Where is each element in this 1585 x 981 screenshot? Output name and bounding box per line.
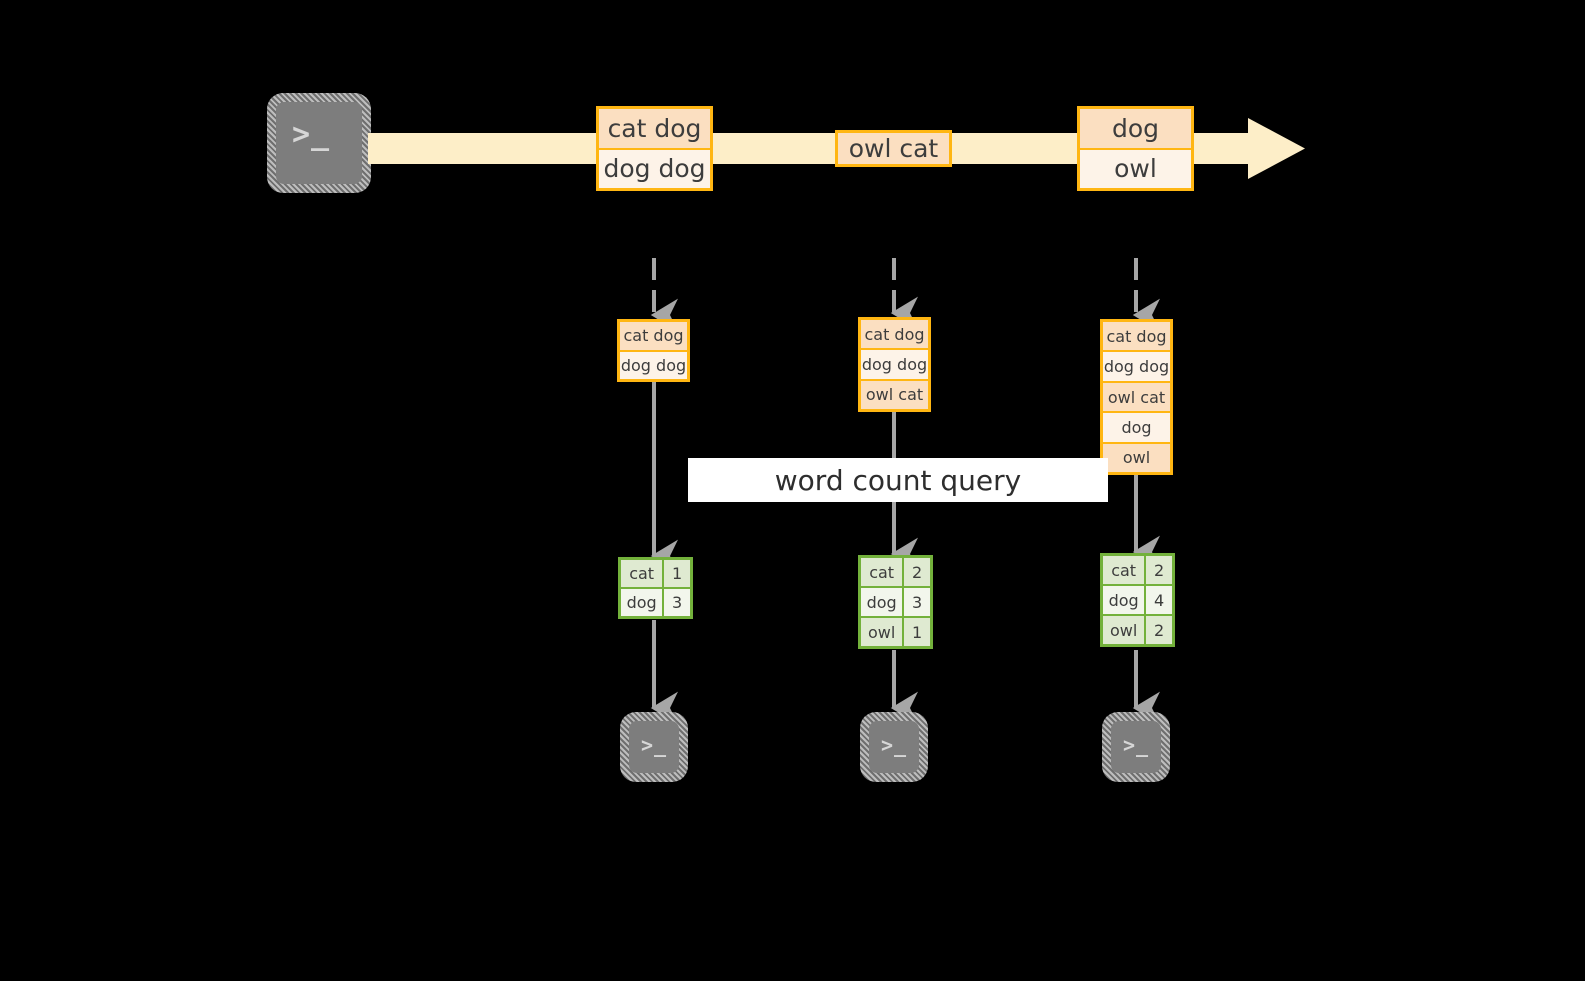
result-count: 4 bbox=[1144, 586, 1172, 614]
snapshot-1-input-row: cat dog bbox=[620, 322, 687, 350]
snapshot-3-input-row: owl cat bbox=[1103, 380, 1170, 412]
terminal-screen bbox=[1111, 721, 1161, 773]
snapshot-2-input-row: dog dog bbox=[861, 348, 928, 379]
terminal-prompt-glyph: >_ bbox=[1123, 733, 1150, 757]
result-word: owl bbox=[1103, 616, 1145, 644]
stream-arrowhead bbox=[1248, 118, 1305, 179]
stream-event-2: owl cat bbox=[835, 130, 952, 167]
snapshot-3-result-table: cat 2 dog 4 owl 2 bbox=[1100, 553, 1175, 647]
result-word: cat bbox=[861, 558, 903, 586]
snapshot-2-sink-terminal-icon: >_ bbox=[860, 712, 928, 782]
result-word: dog bbox=[621, 589, 663, 616]
result-word: dog bbox=[1103, 586, 1145, 614]
result-word: dog bbox=[861, 588, 903, 616]
snapshot-2-result-table: cat 2 dog 3 owl 1 bbox=[858, 555, 933, 649]
stream-event-1-line-1: cat dog bbox=[599, 109, 710, 148]
snapshot-3-sink-terminal-icon: >_ bbox=[1102, 712, 1170, 782]
snapshot-3-input-row: dog dog bbox=[1103, 350, 1170, 381]
stream-event-3: dog owl bbox=[1077, 106, 1194, 191]
result-word: cat bbox=[621, 560, 663, 587]
terminal-screen bbox=[276, 102, 362, 184]
stream-event-1: cat dog dog dog bbox=[596, 106, 713, 191]
table-row: dog 3 bbox=[621, 587, 690, 616]
snapshot-1-result-table: cat 1 dog 3 bbox=[618, 557, 693, 619]
snapshot-3-input-row: cat dog bbox=[1103, 322, 1170, 351]
snapshot-1-input-row: dog dog bbox=[620, 349, 687, 379]
terminal-prompt-glyph: >_ bbox=[641, 733, 668, 757]
stream-event-1-line-2: dog dog bbox=[599, 147, 710, 188]
terminal-prompt-glyph: >_ bbox=[292, 117, 331, 152]
result-count: 1 bbox=[662, 560, 690, 587]
table-row: owl 2 bbox=[1103, 614, 1172, 644]
snapshot-3-input-row: dog bbox=[1103, 411, 1170, 442]
result-count: 2 bbox=[1144, 556, 1172, 584]
snapshot-taps bbox=[650, 258, 1160, 332]
snapshot-2-input-row: owl cat bbox=[861, 378, 928, 409]
stream-event-3-line-1: dog bbox=[1080, 109, 1191, 148]
table-row: dog 4 bbox=[1103, 584, 1172, 614]
result-count: 3 bbox=[662, 589, 690, 616]
table-row: cat 2 bbox=[861, 558, 930, 586]
terminal-screen bbox=[869, 721, 919, 773]
result-count: 2 bbox=[902, 558, 930, 586]
result-count: 3 bbox=[902, 588, 930, 616]
terminal-screen bbox=[629, 721, 679, 773]
table-row: cat 1 bbox=[621, 560, 690, 587]
result-count: 2 bbox=[1144, 616, 1172, 644]
stream-event-3-line-2: owl bbox=[1080, 147, 1191, 188]
snapshot-1-sink-terminal-icon: >_ bbox=[620, 712, 688, 782]
snapshot-2-input: cat dog dog dog owl cat bbox=[858, 317, 931, 412]
result-count: 1 bbox=[902, 618, 930, 646]
table-row: owl 1 bbox=[861, 616, 930, 646]
query-label: word count query bbox=[688, 458, 1108, 502]
result-word: owl bbox=[861, 618, 903, 646]
table-row: dog 3 bbox=[861, 586, 930, 616]
terminal-prompt-glyph: >_ bbox=[881, 733, 908, 757]
result-word: cat bbox=[1103, 556, 1145, 584]
table-row: cat 2 bbox=[1103, 556, 1172, 584]
snapshot-3-input-row: owl bbox=[1103, 441, 1170, 473]
snapshot-1-input: cat dog dog dog bbox=[617, 319, 690, 382]
source-terminal-icon: >_ bbox=[267, 93, 371, 193]
snapshot-3-input: cat dog dog dog owl cat dog owl bbox=[1100, 319, 1173, 475]
snapshot-2-input-row: cat dog bbox=[861, 320, 928, 349]
stream-event-2-line-1: owl cat bbox=[838, 133, 949, 164]
